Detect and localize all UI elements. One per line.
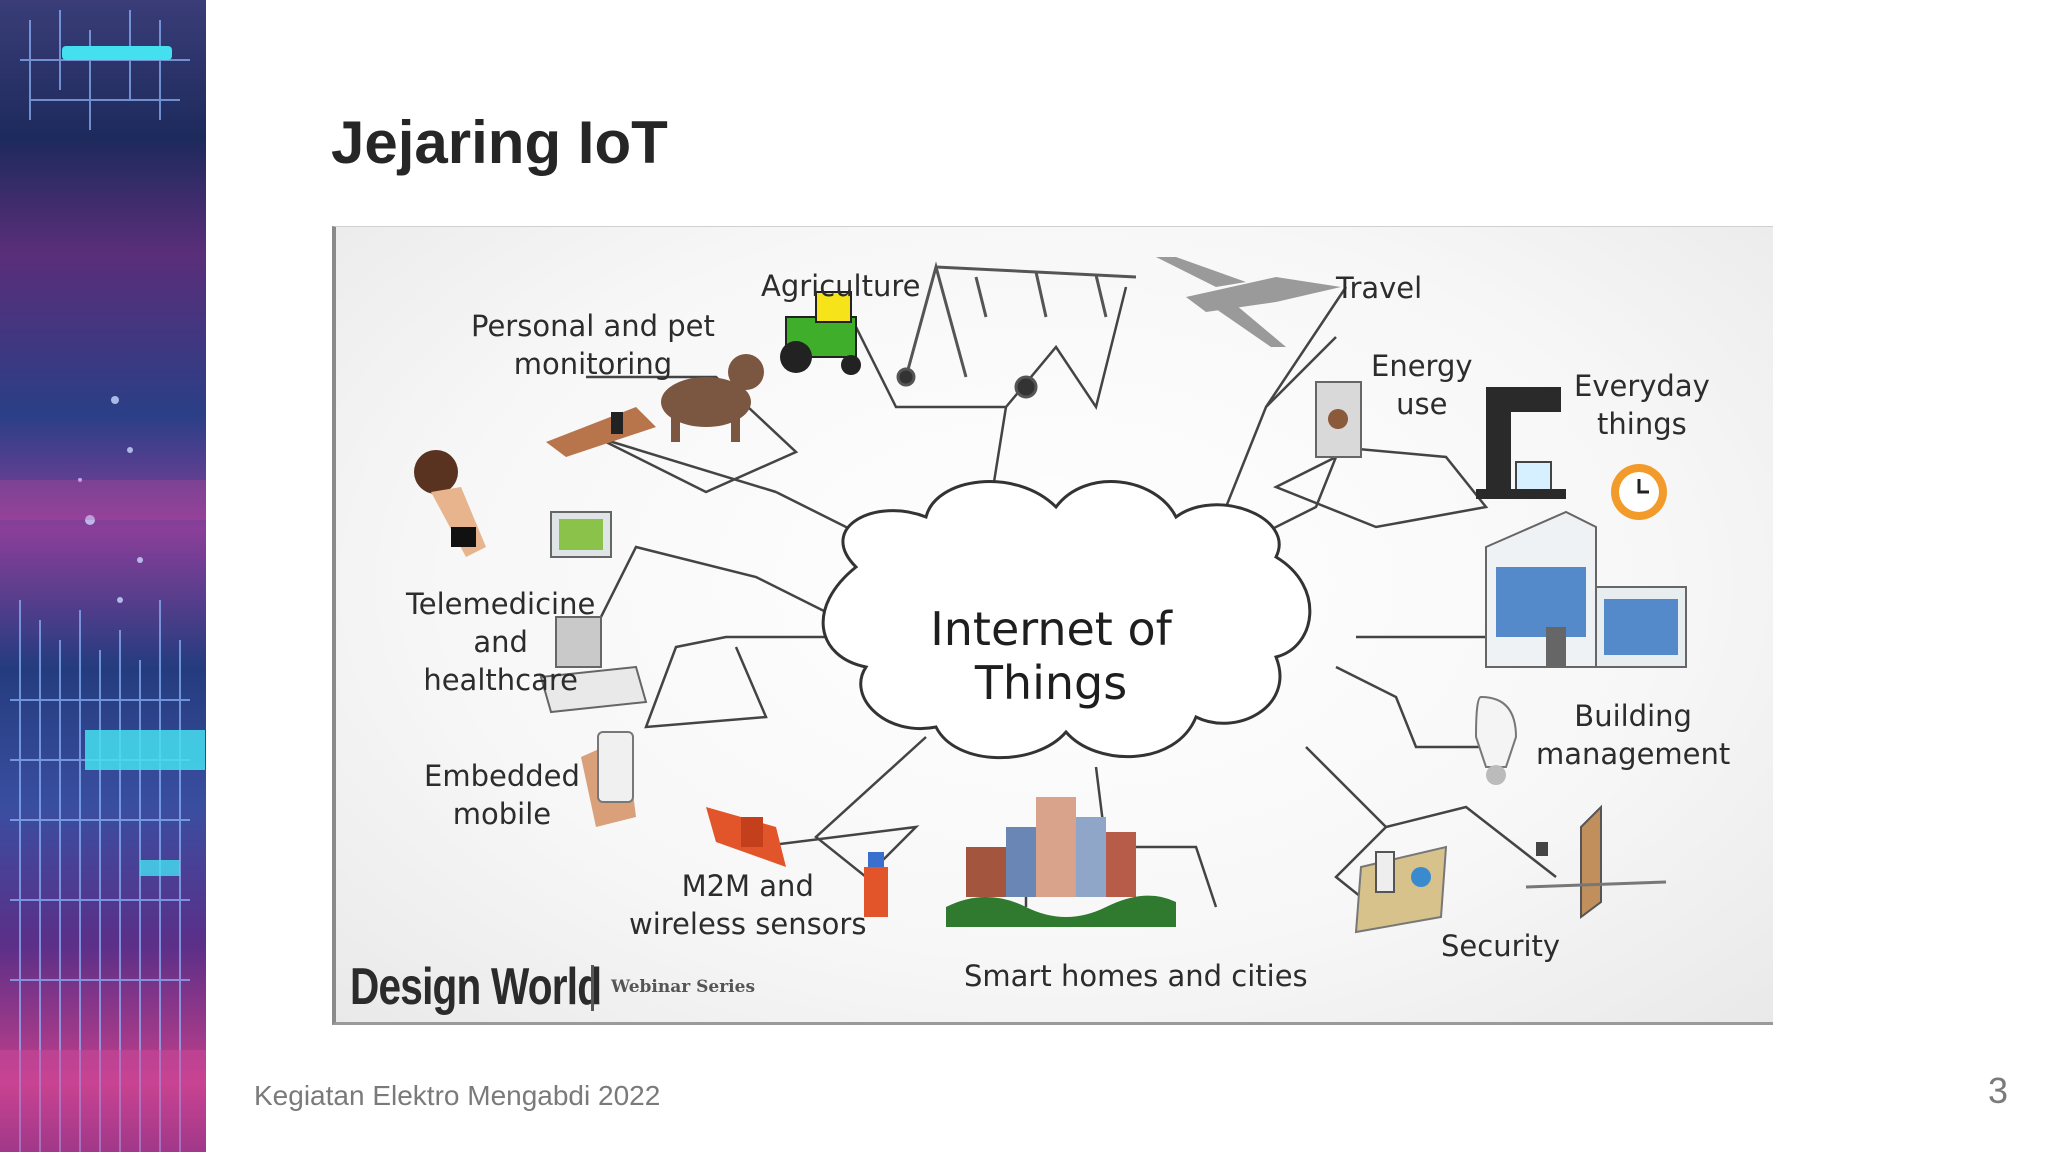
office-building-icon xyxy=(1486,512,1686,667)
label-line: Everyday xyxy=(1574,367,1710,405)
irrigation-icon xyxy=(898,267,1136,397)
design-world-logo: Design World xyxy=(350,957,601,1017)
footer-text: Kegiatan Elektro Mengabdi 2022 xyxy=(254,1080,660,1112)
label-line: monitoring xyxy=(471,345,715,383)
cloud-label: Internet of Things xyxy=(876,602,1226,710)
label-smart-homes: Smart homes and cities xyxy=(964,957,1308,995)
label-line: management xyxy=(1536,735,1730,773)
label-line: use xyxy=(1371,385,1473,423)
iot-diagram: Internet of Things Personal and pet moni… xyxy=(332,226,1773,1025)
coffee-maker-icon xyxy=(1476,387,1566,499)
label-line: Embedded xyxy=(424,757,580,795)
label-line: mobile xyxy=(424,795,580,833)
label-everyday-things: Everyday things xyxy=(1574,367,1710,443)
label-line: and xyxy=(406,623,595,661)
label-energy-use: Energy use xyxy=(1371,347,1473,423)
label-embedded-mobile: Embedded mobile xyxy=(424,757,580,833)
label-line: things xyxy=(1574,405,1710,443)
slide-title: Jejaring IoT xyxy=(331,108,668,177)
label-line: wireless sensors xyxy=(629,905,866,943)
city-skyline-icon xyxy=(946,797,1176,927)
label-line: healthcare xyxy=(406,661,595,699)
label-line: Telemedicine xyxy=(406,585,595,623)
decorative-circuit-sidebar xyxy=(0,0,206,1152)
label-personal-monitoring: Personal and pet monitoring xyxy=(471,307,715,383)
label-line: Building xyxy=(1536,697,1730,735)
airplane-icon xyxy=(1156,257,1341,347)
label-line: M2M and xyxy=(629,867,866,905)
label-m2m-sensors: M2M and wireless sensors xyxy=(629,867,866,943)
monitor-icon xyxy=(551,512,611,557)
label-line: Energy xyxy=(1371,347,1473,385)
light-bulb-icon xyxy=(1476,697,1516,785)
label-security: Security xyxy=(1441,927,1560,965)
power-outlet-icon xyxy=(1316,382,1361,457)
patient-icon xyxy=(414,450,486,557)
webinar-series-label: Webinar Series xyxy=(611,977,755,997)
phone-icon xyxy=(581,732,636,827)
label-travel: Travel xyxy=(1336,269,1422,307)
page-number: 3 xyxy=(1988,1070,2008,1112)
label-building-management: Building management xyxy=(1536,697,1730,773)
label-telemedicine: Telemedicine and healthcare xyxy=(406,585,595,699)
label-agriculture: Agriculture xyxy=(761,267,921,305)
alarm-clock-icon xyxy=(1611,464,1667,520)
security-device-icon xyxy=(1356,847,1446,932)
logo-divider xyxy=(591,965,594,1011)
door-icon xyxy=(1526,807,1666,917)
label-line: Personal and pet xyxy=(471,307,715,345)
